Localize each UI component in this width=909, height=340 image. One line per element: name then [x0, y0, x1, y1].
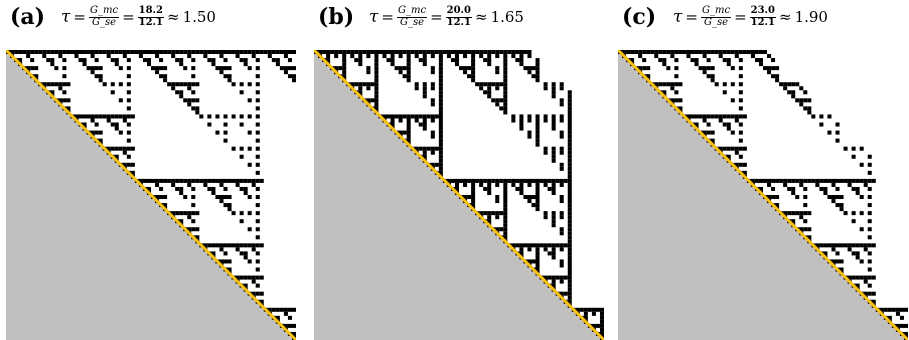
denominator: 12.1: [750, 16, 775, 28]
panel-a: (a) τ = G_mc G_se = 18.2 12.1 ≈ 1.50: [6, 0, 296, 340]
automaton-plot: [314, 50, 604, 340]
approx-sign: ≈: [475, 8, 488, 26]
diagonal-line: [314, 50, 604, 340]
tau-symbol: τ: [61, 7, 71, 27]
panel-label: (a): [10, 4, 46, 30]
value-ratio: 20.0 12.1: [445, 5, 472, 28]
automaton-plot: [6, 50, 296, 340]
equals-sign: =: [685, 8, 698, 26]
tau-value: 1.65: [490, 8, 524, 26]
tau-formula: τ = G_mc G_se = 23.0 12.1 ≈ 1.90: [673, 5, 828, 28]
equals-sign: =: [381, 8, 394, 26]
numerator: 23.0: [749, 5, 776, 18]
tau-symbol: τ: [369, 7, 379, 27]
equals-sign: =: [430, 8, 443, 26]
g-se-symbol: G_se: [92, 16, 117, 28]
denominator: 12.1: [446, 16, 471, 28]
g-ratio: G_mc G_se: [700, 5, 732, 28]
g-se-symbol: G_se: [704, 16, 729, 28]
panel-b: (b) τ = G_mc G_se = 20.0 12.1 ≈ 1.65: [314, 0, 604, 340]
g-mc-symbol: G_mc: [701, 5, 731, 16]
numerator: 18.2: [137, 5, 164, 18]
panel-c: (c) τ = G_mc G_se = 23.0 12.1 ≈ 1.90: [618, 0, 908, 340]
value-ratio: 18.2 12.1: [137, 5, 164, 28]
automaton-plot: [618, 50, 908, 340]
denominator: 12.1: [138, 16, 163, 28]
panel-label: (b): [318, 4, 355, 30]
panel-label: (c): [622, 4, 657, 30]
tau-symbol: τ: [673, 7, 683, 27]
diagonal-line: [6, 50, 296, 340]
tau-formula: τ = G_mc G_se = 18.2 12.1 ≈ 1.50: [61, 5, 216, 28]
equals-sign: =: [73, 8, 86, 26]
tau-formula: τ = G_mc G_se = 20.0 12.1 ≈ 1.65: [369, 5, 524, 28]
tau-value: 1.50: [182, 8, 216, 26]
equals-sign: =: [122, 8, 135, 26]
value-ratio: 23.0 12.1: [749, 5, 776, 28]
diagonal-line: [618, 50, 908, 340]
g-ratio: G_mc G_se: [396, 5, 428, 28]
g-mc-symbol: G_mc: [397, 5, 427, 16]
approx-sign: ≈: [779, 8, 792, 26]
numerator: 20.0: [445, 5, 472, 18]
approx-sign: ≈: [167, 8, 180, 26]
g-se-symbol: G_se: [400, 16, 425, 28]
equals-sign: =: [734, 8, 747, 26]
g-ratio: G_mc G_se: [88, 5, 120, 28]
g-mc-symbol: G_mc: [89, 5, 119, 16]
tau-value: 1.90: [794, 8, 828, 26]
